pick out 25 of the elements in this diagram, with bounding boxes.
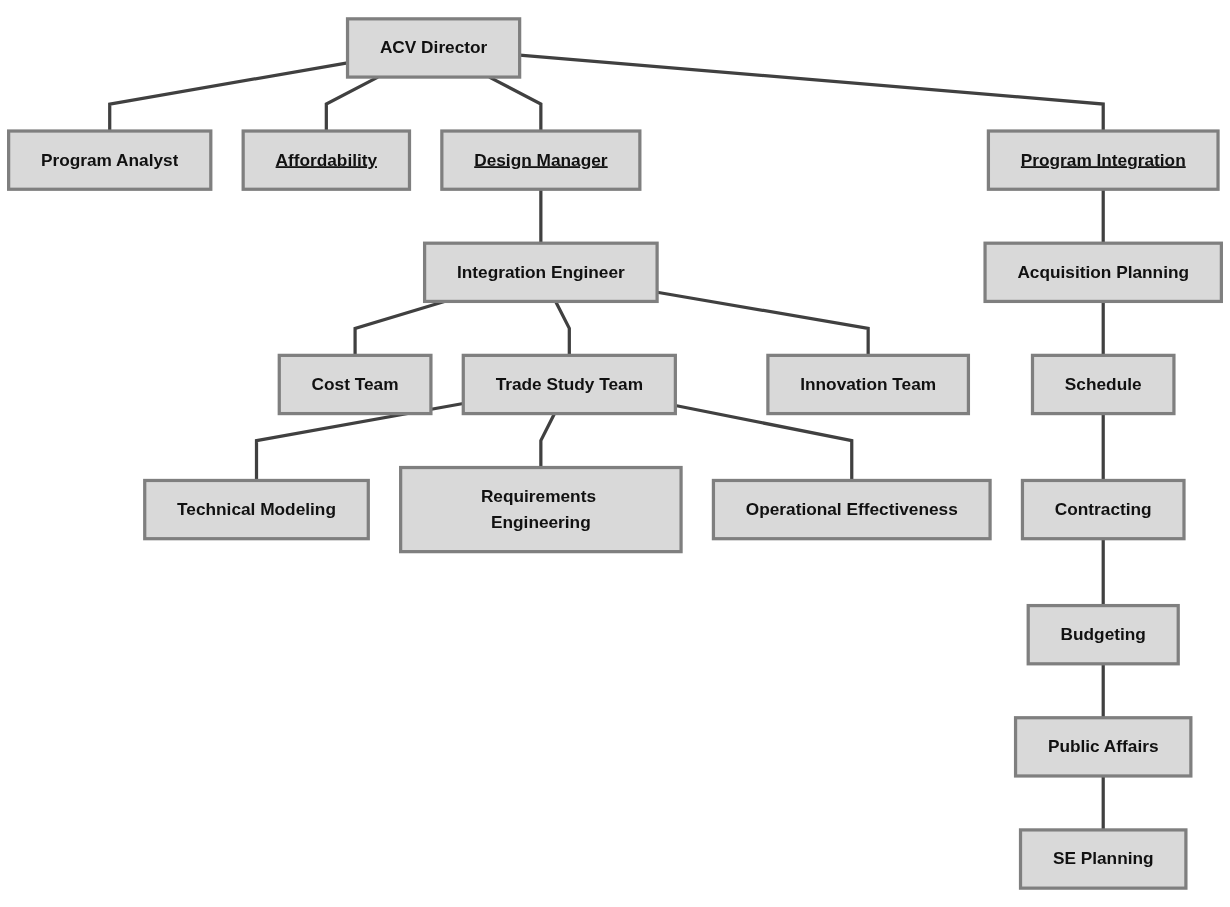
node-box: Operational Effectiveness (711, 478, 992, 541)
node-box: Public Affairs (1013, 716, 1193, 778)
node-box: Program Integration (986, 129, 1220, 191)
node-box: Program Analyst (7, 129, 213, 191)
connector (539, 189, 543, 244)
node-box: Acquisition Planning (983, 241, 1223, 304)
node-box: Integration Engineer (423, 241, 659, 304)
node-box: Schedule (1030, 353, 1176, 416)
connector (1101, 538, 1105, 606)
connector (1101, 189, 1105, 244)
node-box: Contracting (1020, 478, 1186, 541)
node-box: Design Manager (440, 129, 642, 191)
node-box: Requirements Engineering (399, 465, 683, 554)
node-box: Technical Modeling (143, 478, 370, 541)
node-box: Budgeting (1026, 603, 1180, 666)
node-box: Cost Team (277, 353, 433, 416)
connector (1101, 301, 1105, 356)
node-box: Trade Study Team (461, 353, 677, 416)
connector (1101, 663, 1105, 718)
node-box: Affordability (241, 129, 412, 191)
connector (1101, 776, 1105, 830)
node-box: ACV Director (345, 17, 522, 79)
connector (1101, 413, 1105, 481)
node-box: Innovation Team (766, 353, 971, 416)
node-box: SE Planning (1018, 828, 1188, 890)
